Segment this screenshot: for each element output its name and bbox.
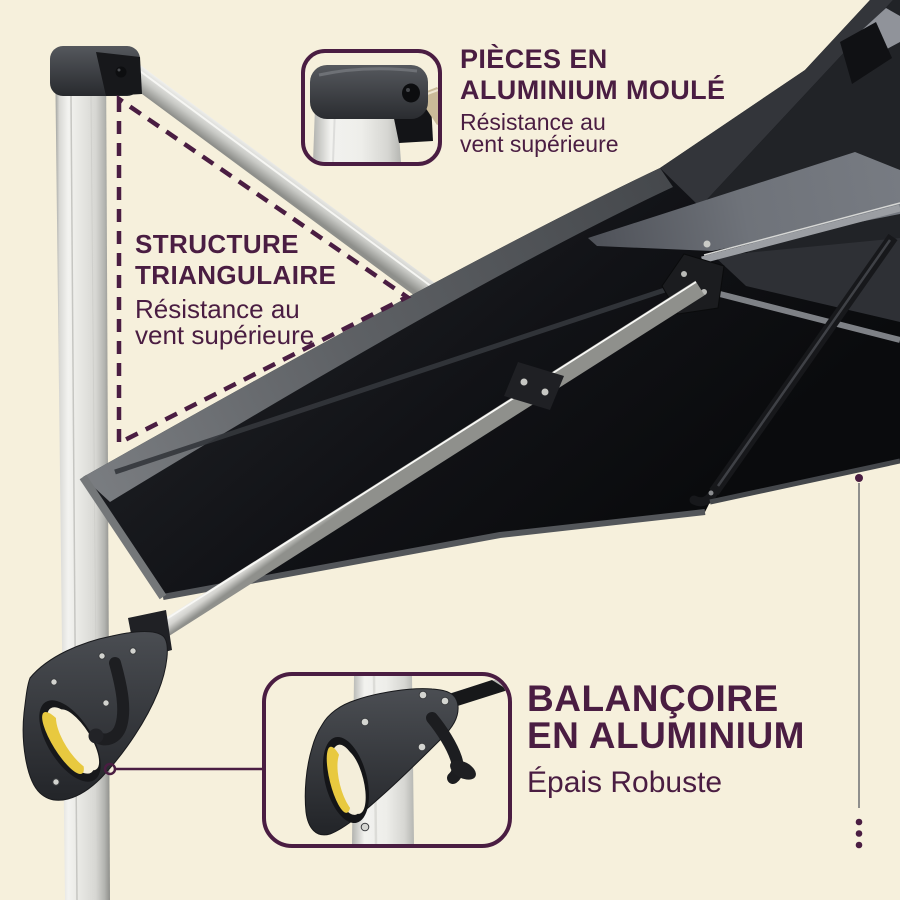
feature-subtitle-line2: vent supérieure bbox=[135, 319, 315, 350]
canopy bbox=[79, 0, 900, 600]
canopy-ribs bbox=[114, 202, 900, 507]
feature-title: STRUCTURE TRIANGULAIRE bbox=[135, 229, 336, 291]
closeup-handle-cutout bbox=[323, 737, 369, 823]
crank-assembly bbox=[22, 610, 172, 801]
feature-subtitle: Épais Robuste bbox=[527, 766, 723, 799]
feature-subtitle-line1: Résistance au bbox=[460, 109, 606, 135]
lower-arm-joint bbox=[504, 362, 564, 410]
right-leader-line bbox=[855, 474, 863, 849]
feature-title-line1: STRUCTURE bbox=[135, 229, 299, 259]
top-corner-cap bbox=[50, 46, 142, 96]
feature-title-line2: ALUMINIUM MOULÉ bbox=[460, 75, 726, 105]
feature-subtitle: Résistance au vent supérieure bbox=[135, 294, 336, 350]
feature-subtitle-line1: Résistance au bbox=[135, 294, 300, 324]
crank-handle bbox=[90, 657, 130, 746]
structure-triangle-outline bbox=[116, 94, 412, 447]
feature-subtitle-line2: vent supérieure bbox=[460, 130, 619, 157]
feature-triangular-structure: STRUCTURE TRIANGULAIRE Résistance au ven… bbox=[135, 229, 336, 348]
housing-screws bbox=[50, 647, 137, 786]
feature-aluminium-crank: BALANÇOIRE EN ALUMINIUM Épais Robuste bbox=[527, 680, 805, 799]
crank-handle-closeup bbox=[304, 676, 508, 844]
handle-cutout bbox=[39, 700, 101, 782]
upper-arm bbox=[105, 49, 451, 313]
feature-cast-aluminium: PIÈCES EN ALUMINIUM MOULÉ Résistance au … bbox=[460, 44, 725, 155]
lower-arm bbox=[145, 280, 705, 646]
feature-title: PIÈCES EN ALUMINIUM MOULÉ bbox=[460, 44, 725, 106]
canopy-valance-edge bbox=[162, 509, 706, 600]
closeup-screws bbox=[360, 690, 450, 832]
closeup-cap bbox=[310, 65, 428, 119]
feature-title: BALANÇOIRE EN ALUMINIUM bbox=[527, 680, 805, 754]
feature-title-line1: PIÈCES EN bbox=[460, 44, 608, 74]
corner-joint-closeup bbox=[310, 65, 438, 162]
crown-hardware bbox=[840, 8, 900, 84]
feature-title-line2: TRIANGULAIRE bbox=[135, 260, 337, 290]
feature-title-line1: BALANÇOIRE bbox=[527, 678, 779, 719]
canopy-edge-band bbox=[83, 168, 673, 502]
ellipsis-dots bbox=[855, 818, 863, 849]
corner-joint-callout-thumbnail bbox=[301, 49, 442, 166]
closeup-knob bbox=[402, 83, 420, 103]
feature-title-line2: EN ALUMINIUM bbox=[527, 715, 805, 756]
crank-callout-connector bbox=[103, 762, 262, 776]
crank-handle-callout-thumbnail bbox=[262, 672, 512, 848]
closeup-crank-knob bbox=[450, 760, 476, 780]
feature-subtitle: Résistance au vent supérieure bbox=[460, 109, 725, 157]
